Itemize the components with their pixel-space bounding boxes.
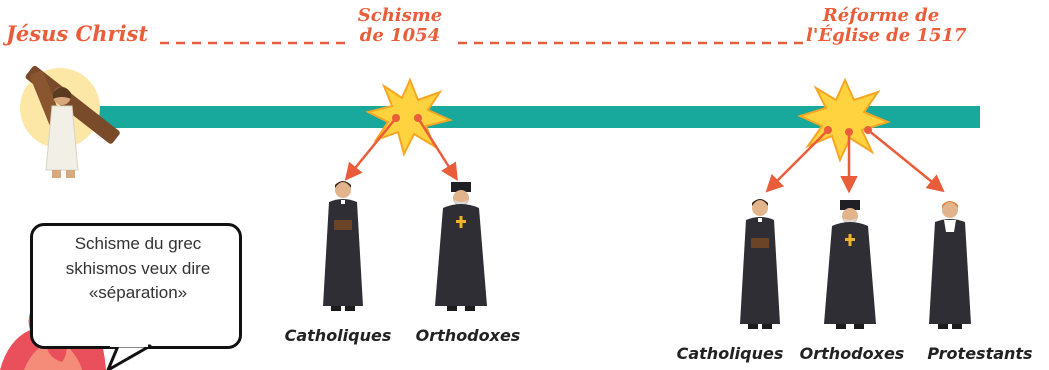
protestant-pastor (929, 201, 971, 329)
burst-1517 (797, 77, 891, 163)
group-label-1517-protestants: Protestants (927, 344, 1033, 363)
arrow-1054-orthodoxes (416, 117, 458, 181)
group-label-1054-orthodoxes: Orthodoxes (415, 326, 521, 345)
orthodox-priest-1 (435, 182, 487, 311)
arrow-1517-catholiques (765, 129, 829, 193)
bubble-line-1: Schisme du grec (74, 234, 202, 253)
label-schism-line-2: de 1054 (359, 24, 441, 46)
group-label-1517-catholiques: Catholiques (676, 344, 784, 363)
bubble-line-3: «séparation» (88, 283, 188, 303)
bubble-line-2: skhismos veux dire (65, 258, 211, 278)
label-reform-1517: Réforme de l'Église de 1517 (806, 5, 967, 46)
label-reform-line-1: Réforme de (822, 5, 940, 26)
timeline-bar (60, 106, 980, 128)
arrow-1054-catholiques (344, 117, 397, 181)
group-label-1054-catholiques: Catholiques (284, 326, 392, 345)
orthodox-priest-2 (824, 200, 876, 329)
speech-bubble (30, 223, 242, 349)
jesus-figure (20, 65, 120, 178)
label-schism-line-1: Schisme (357, 5, 443, 26)
catholic-priest-1 (323, 181, 363, 311)
catholic-priest-2 (740, 199, 780, 329)
label-jesus-christ: Jésus Christ (6, 21, 149, 46)
bubble-text: Schisme du grec skhismos veux dire «sépa… (46, 232, 230, 306)
group-label-1517-orthodoxes: Orthodoxes (799, 344, 905, 363)
label-schism-1054: Schisme de 1054 (352, 6, 448, 46)
label-reform-line-2: l'Église de 1517 (806, 24, 967, 46)
arrow-1517-protestants (867, 129, 945, 193)
